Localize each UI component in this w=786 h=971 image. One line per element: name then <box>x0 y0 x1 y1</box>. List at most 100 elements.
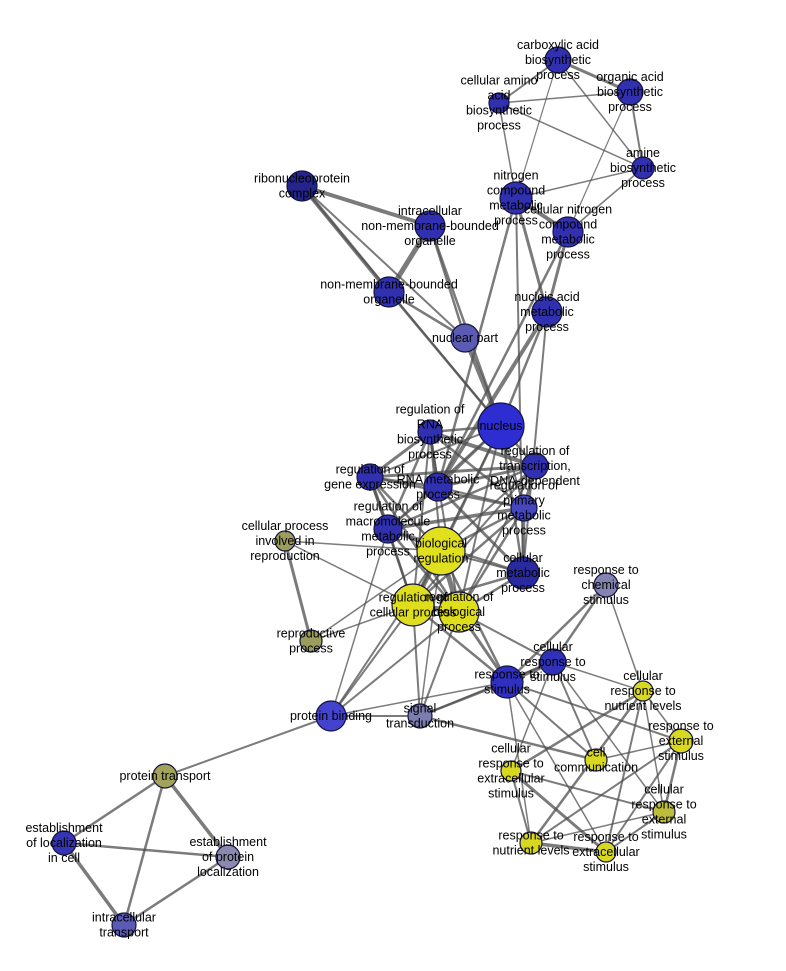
node-rna-metabolic-process[interactable] <box>423 472 453 502</box>
edge-non-membrane-bounded-organelle--nucleus <box>387 290 503 428</box>
node-establishment-of-protein-localization[interactable] <box>215 844 241 870</box>
edge-regulation-of-rna-biosynthetic-process--regulation-of-transcription-dna-dependent <box>428 430 537 468</box>
node-nuclear-part[interactable] <box>450 323 480 353</box>
node-response-to-stimulus[interactable] <box>490 665 524 699</box>
edge-cellular-response-to-extracellular-stimulus--response-to-extracellular-stimulus <box>509 769 608 854</box>
node-biological-regulation[interactable] <box>416 526 466 576</box>
node-response-to-external-stimulus[interactable] <box>668 728 694 754</box>
edge-cellular-response-to-nutrient-levels--response-to-extracellular-stimulus <box>605 690 644 853</box>
node-amine-biosynthetic-process[interactable] <box>631 156 655 180</box>
node-cellular-response-to-external-stimulus[interactable] <box>652 800 676 824</box>
edge-cellular-response-to-nutrient-levels--cellular-response-to-external-stimulus <box>642 690 665 813</box>
edge-response-to-stimulus--response-to-nutrient-levels <box>506 681 532 844</box>
edge-cellular-response-to-stimulus--cell-communication <box>552 661 597 761</box>
node-cellular-process-involved-in-reproduction[interactable] <box>274 530 296 552</box>
edge-protein-binding--protein-transport <box>164 715 332 777</box>
edge-ribonucleoprotein-complex--nuclear-part <box>301 185 466 339</box>
edge-cellular-amino-acid-biosynthetic-process--amine-biosynthetic-process <box>498 102 644 169</box>
edge-carboxylic-acid-biosynthetic-process--nitrogen-compound-metabolic-process <box>515 59 559 199</box>
edge-regulation-of-transcription-dna-dependent--regulation-of-macromolecule-metabolic-process <box>386 464 537 531</box>
node-cellular-amino-acid-biosynthetic-process[interactable] <box>488 92 510 114</box>
edge-organic-acid-biosynthetic-process--cellular-nitrogen-compound-metabolic-process <box>567 91 631 233</box>
edge-nucleic-acid-metabolic-process--cellular-metabolic-process <box>522 311 548 574</box>
edge-cellular-response-to-stimulus--cellular-response-to-extracellular-stimulus <box>510 661 554 772</box>
edge-response-to-external-stimulus--cell-communication <box>595 740 682 761</box>
edge-response-to-stimulus--response-to-extracellular-stimulus <box>506 681 607 853</box>
edge-carboxylic-acid-biosynthetic-process--amine-biosynthetic-process <box>557 59 644 169</box>
edge-regulation-of-transcription-dna-dependent--rna-metabolic-process <box>436 464 537 489</box>
node-establishment-of-localization-in-cell[interactable] <box>51 830 77 856</box>
edge-response-to-external-stimulus--response-to-nutrient-levels <box>530 740 682 844</box>
edge-protein-binding--biological-regulation <box>330 550 442 717</box>
node-regulation-of-biological-process[interactable] <box>438 591 480 633</box>
edge-cellular-process-involved-in-reproduction--reproductive-process <box>283 539 313 643</box>
edge-ribonucleoprotein-complex--intracellular-non-membrane-bounded-organelle <box>300 184 432 228</box>
node-cell-communication[interactable] <box>584 748 608 772</box>
node-cellular-response-to-extracellular-stimulus[interactable] <box>500 760 522 782</box>
node-intracellular-non-membrane-bounded-organelle[interactable] <box>414 210 446 242</box>
node-regulation-of-macromolecule-metabolic-process[interactable] <box>373 514 403 544</box>
node-nitrogen-compound-metabolic-process[interactable] <box>499 181 533 215</box>
edge-reproductive-process--biological-regulation <box>310 550 442 642</box>
node-carboxylic-acid-biosynthetic-process[interactable] <box>544 46 572 74</box>
node-regulation-of-transcription-dna-dependent[interactable] <box>521 452 549 480</box>
edge-protein-transport--establishment-of-protein-localization <box>163 774 230 859</box>
edge-signal-transduction--cell-communication <box>418 714 598 762</box>
node-nucleic-acid-metabolic-process[interactable] <box>531 296 563 328</box>
node-response-to-nutrient-levels[interactable] <box>519 831 543 855</box>
node-cellular-nitrogen-compound-metabolic-process[interactable] <box>552 216 584 248</box>
node-ribonucleoprotein-complex[interactable] <box>286 170 318 202</box>
edge-amine-biosynthetic-process--nitrogen-compound-metabolic-process <box>515 167 644 199</box>
node-regulation-of-primary-metabolic-process[interactable] <box>510 494 538 522</box>
edge-regulation-of-primary-metabolic-process--regulation-of-macromolecule-metabolic-process <box>386 506 526 531</box>
node-response-to-extracellular-stimulus[interactable] <box>595 841 617 863</box>
edge-response-to-nutrient-levels--response-to-extracellular-stimulus <box>529 841 608 854</box>
node-protein-transport[interactable] <box>152 763 178 789</box>
edge-nucleus--regulation-of-biological-process <box>458 425 502 613</box>
edge-cellular-response-to-extracellular-stimulus--cellular-response-to-external-stimulus <box>510 770 665 813</box>
node-regulation-of-cellular-process[interactable] <box>391 583 435 627</box>
edge-response-to-external-stimulus--response-to-extracellular-stimulus <box>605 740 682 853</box>
edge-regulation-of-gene-expression--regulation-of-biological-process <box>368 475 461 614</box>
edge-rna-metabolic-process--regulation-of-primary-metabolic-process <box>437 486 525 509</box>
edge-establishment-of-localization-in-cell--intracellular-transport <box>62 841 126 927</box>
edge-cellular-response-to-extracellular-stimulus--response-to-nutrient-levels <box>510 770 532 844</box>
edge-regulation-of-rna-biosynthetic-process--regulation-of-cellular-process <box>412 431 431 606</box>
edge-cellular-process-involved-in-reproduction--biological-regulation <box>284 540 442 552</box>
edge-establishment-of-protein-localization--intracellular-transport <box>122 855 230 927</box>
node-regulation-of-gene-expression[interactable] <box>356 463 384 491</box>
edge-response-to-stimulus--response-to-chemical-stimulus <box>505 583 608 684</box>
edge-response-to-stimulus--cell-communication <box>506 681 597 761</box>
node-intracellular-transport[interactable] <box>111 912 137 938</box>
edge-cellular-response-to-nutrient-levels--cellular-response-to-extracellular-stimulus <box>509 689 645 773</box>
edge-response-to-stimulus--response-to-external-stimulus <box>506 681 682 742</box>
node-nucleus[interactable] <box>477 402 525 450</box>
node-cellular-response-to-nutrient-levels[interactable] <box>632 680 654 702</box>
edges-layer <box>62 58 683 927</box>
edge-regulation-of-transcription-dna-dependent--regulation-of-gene-expression <box>368 464 537 479</box>
edge-protein-binding--regulation-of-cellular-process <box>330 604 414 717</box>
edge-organic-acid-biosynthetic-process--cellular-amino-acid-biosynthetic-process <box>498 91 631 104</box>
edge-protein-binding--regulation-of-biological-process <box>330 611 460 717</box>
node-signal-transduction[interactable] <box>407 703 433 729</box>
node-reproductive-process[interactable] <box>299 629 323 653</box>
node-cellular-metabolic-process[interactable] <box>506 556 540 590</box>
edge-cellular-response-to-stimulus--response-to-chemical-stimulus <box>551 583 608 664</box>
edge-response-to-chemical-stimulus--cellular-response-to-nutrient-levels <box>605 584 644 692</box>
edge-response-to-nutrient-levels--cellular-response-to-external-stimulus <box>530 811 665 844</box>
nodes-layer <box>51 46 694 938</box>
node-organic-acid-biosynthetic-process[interactable] <box>616 78 644 106</box>
edge-nitrogen-compound-metabolic-process--nucleic-acid-metabolic-process <box>514 196 549 314</box>
node-non-membrane-bounded-organelle[interactable] <box>373 276 405 308</box>
edge-response-to-extracellular-stimulus--cellular-response-to-external-stimulus <box>605 811 665 853</box>
edge-protein-transport--establishment-of-localization-in-cell <box>62 774 167 845</box>
edge-cellular-response-to-stimulus--cellular-response-to-nutrient-levels <box>552 661 644 692</box>
edge-amine-biosynthetic-process--cellular-nitrogen-compound-metabolic-process <box>567 167 644 233</box>
node-cellular-response-to-stimulus[interactable] <box>539 648 567 676</box>
node-regulation-of-rna-biosynthetic-process[interactable] <box>417 419 443 445</box>
node-protein-binding[interactable] <box>315 700 347 732</box>
edge-cellular-nitrogen-compound-metabolic-process--rna-metabolic-process <box>436 230 570 489</box>
node-response-to-chemical-stimulus[interactable] <box>593 572 619 598</box>
